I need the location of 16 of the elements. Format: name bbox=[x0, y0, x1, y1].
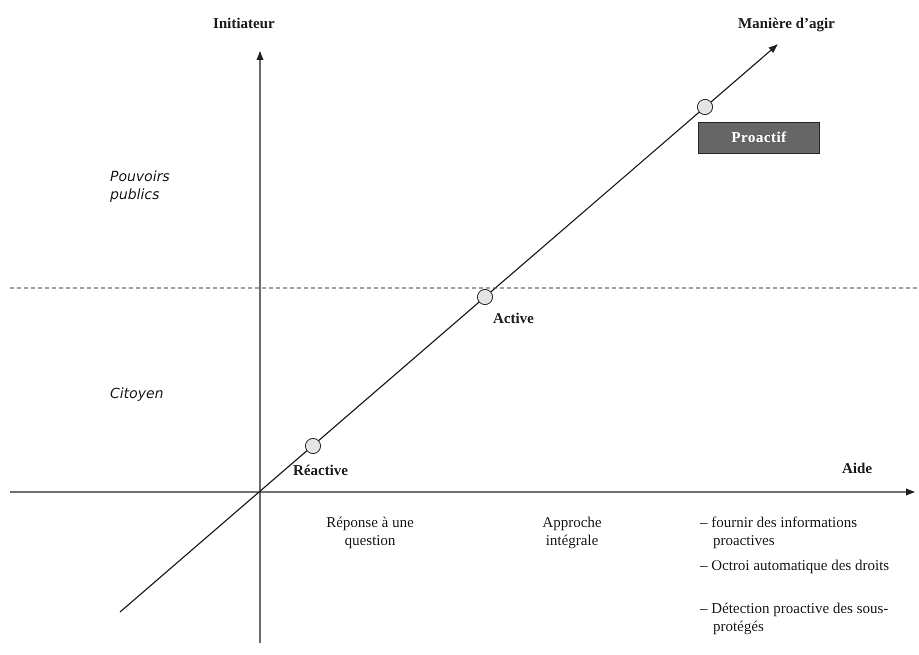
list-item: – fournir des informations proactives bbox=[700, 514, 858, 550]
point-marker bbox=[477, 289, 493, 305]
axis-title: Initiateur bbox=[213, 15, 275, 33]
help-label: Réponse à une question bbox=[325, 514, 415, 550]
list-item: – Octroi automatique des droits bbox=[700, 557, 890, 575]
stage-label: Proactif bbox=[698, 122, 820, 154]
help-label: Approche intégrale bbox=[541, 514, 603, 550]
point-label: Active bbox=[493, 310, 534, 328]
axis-title: Aide bbox=[842, 460, 872, 478]
point-marker bbox=[305, 438, 321, 454]
category-label: Pouvoirs publics bbox=[110, 168, 171, 204]
point-marker bbox=[697, 99, 713, 115]
axis-title: Manière d’agir bbox=[738, 15, 835, 33]
list-item: – Détection proactive des sous-protégés bbox=[700, 600, 890, 636]
point-label: Réactive bbox=[293, 462, 348, 480]
category-label: Citoyen bbox=[110, 385, 164, 403]
